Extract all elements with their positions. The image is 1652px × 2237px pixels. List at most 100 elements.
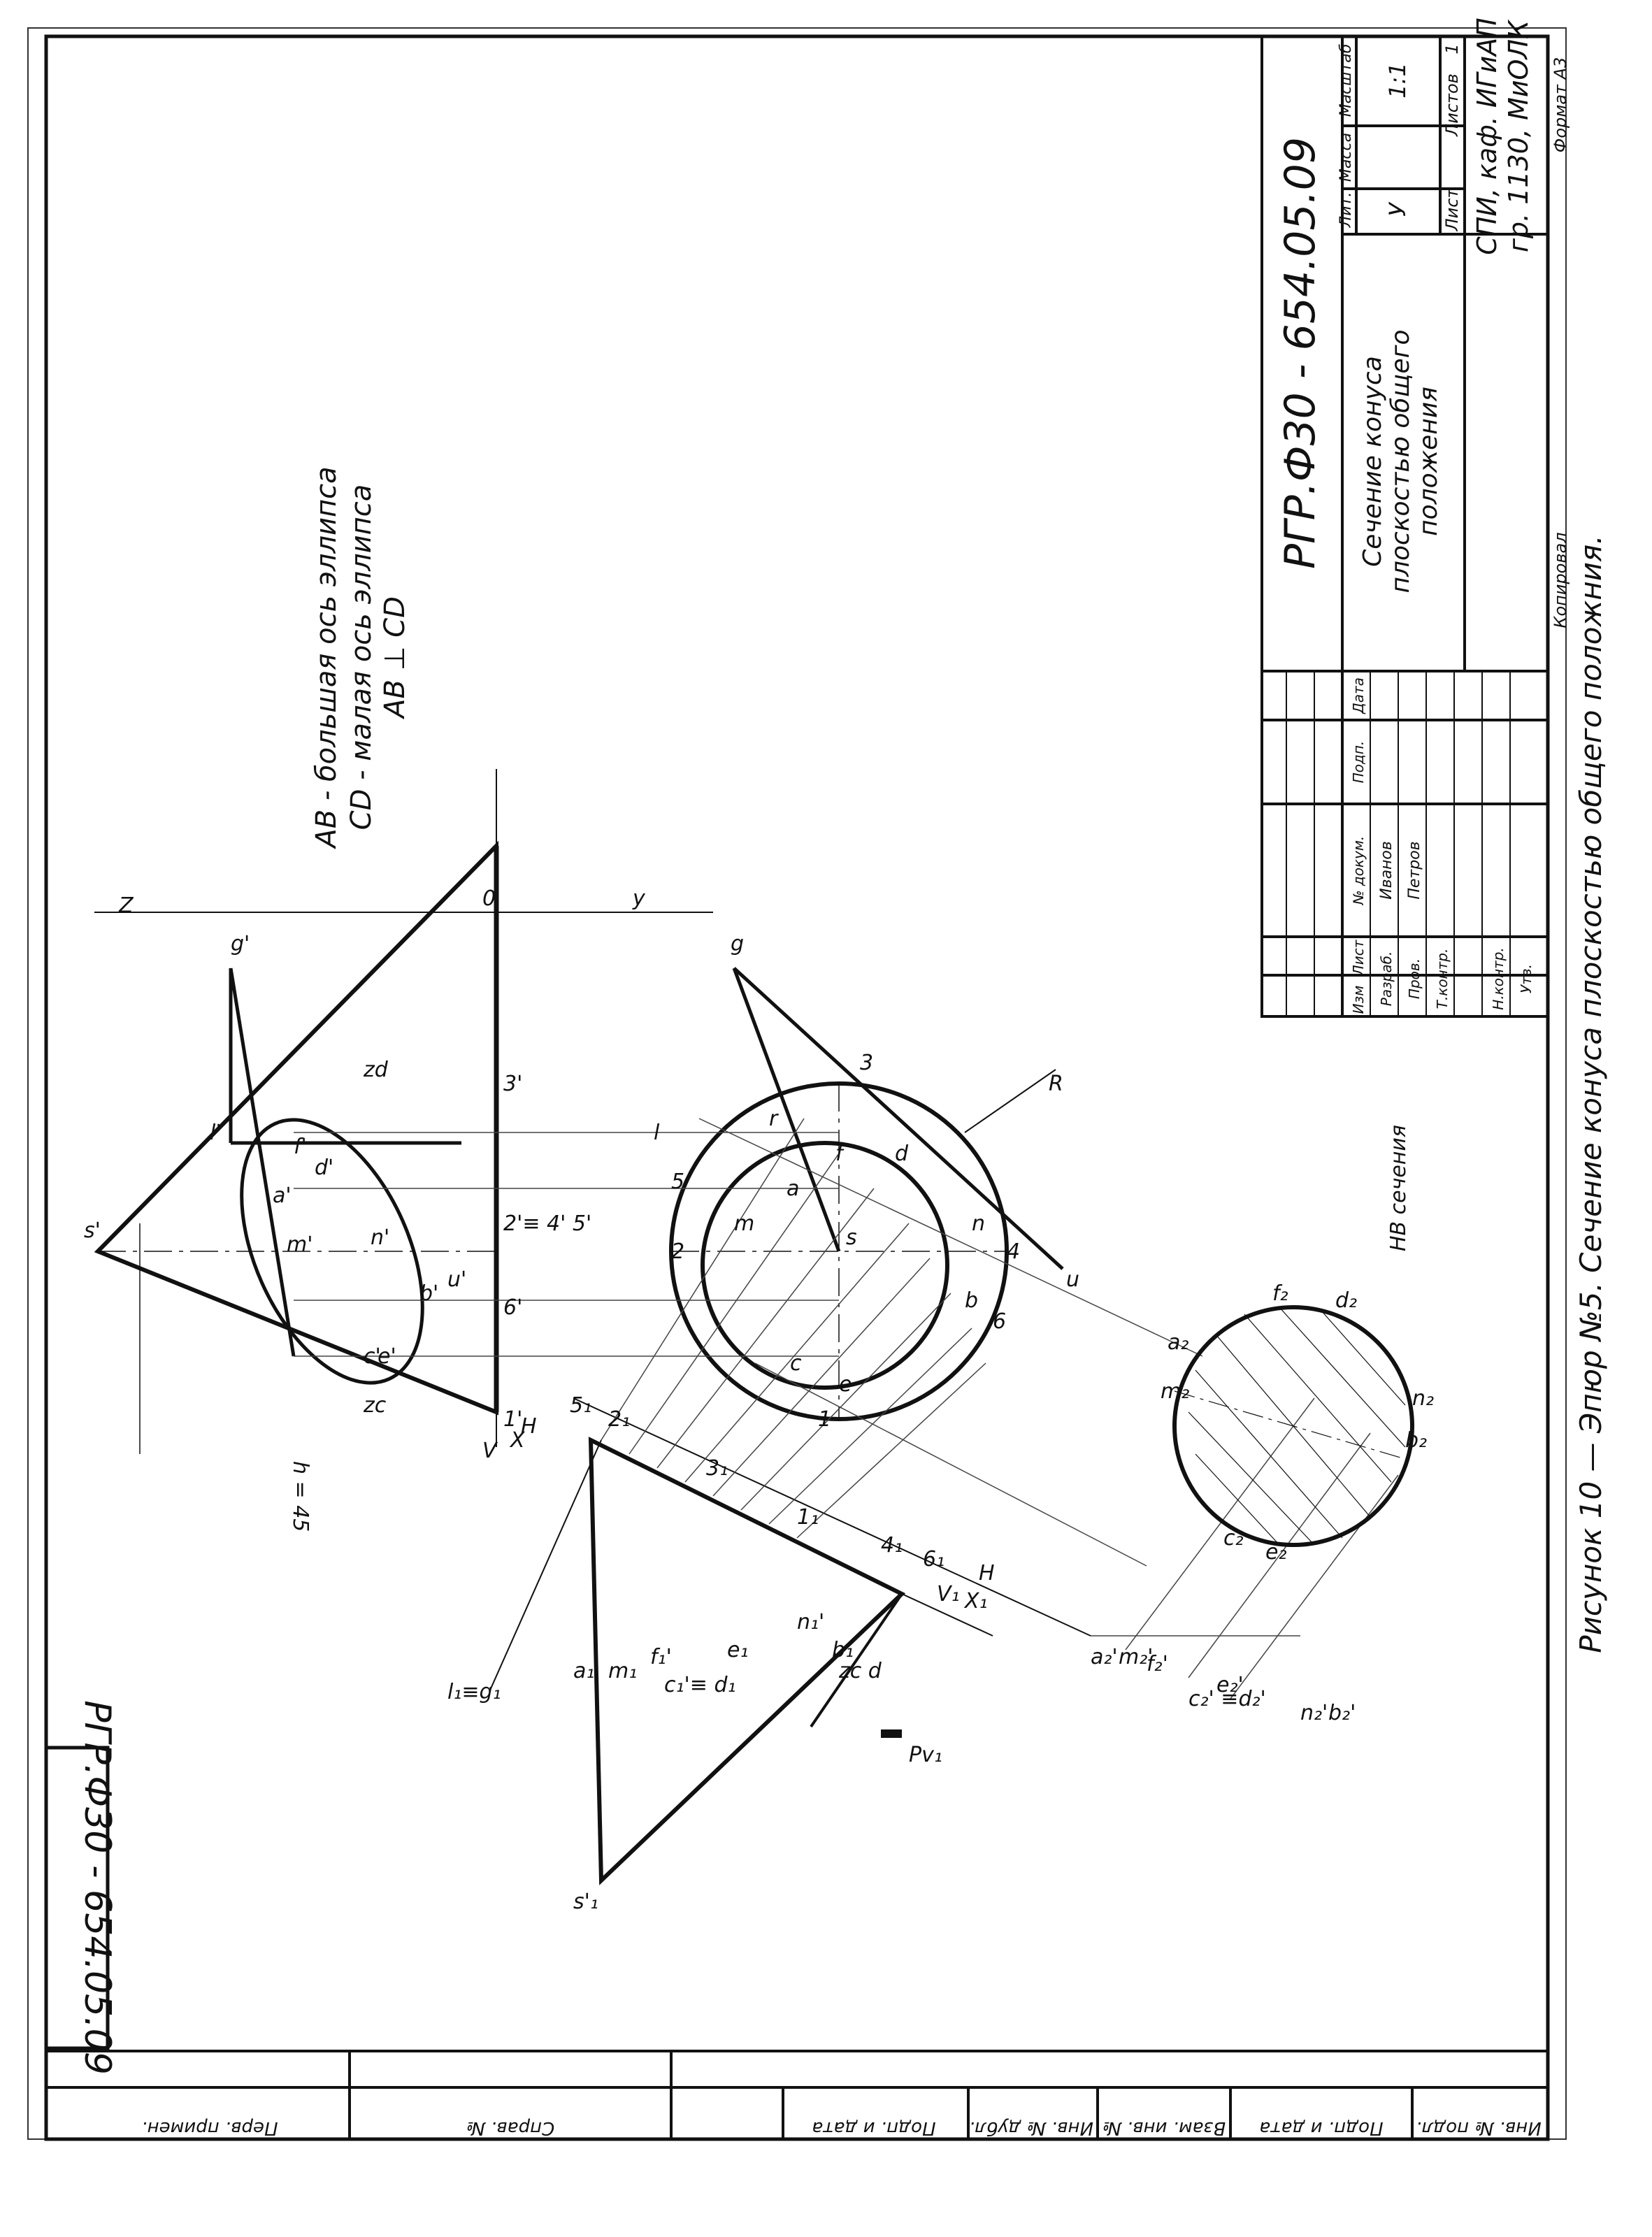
construction-lines (294, 1118, 1399, 1699)
note-major-axis: АВ - большая ось эллипса (310, 466, 343, 849)
label-v: V (482, 1439, 498, 1463)
label-p1-n: n₁' (797, 1610, 824, 1634)
tb-sheets-value: 1 (1442, 43, 1462, 54)
label-pt-245: 2'≡ 4' 5' (503, 1211, 591, 1236)
label-m2: m₂ (1161, 1379, 1189, 1404)
label-p1-2: 2₁ (608, 1407, 630, 1432)
label-b2: b₂ (1405, 1428, 1427, 1453)
tb-lit-value: У (1384, 201, 1411, 217)
label-h-3: 3 (860, 1051, 873, 1075)
label-p1-b: b₁ (832, 1638, 854, 1662)
strip-label-7: Инв. № подл. (1416, 2117, 1541, 2138)
tb-format: Формат А3 (1551, 57, 1570, 153)
drawing-border (44, 34, 1550, 2141)
label-pt-c: c' (364, 1344, 381, 1369)
label-h1: H (979, 1561, 995, 1585)
tb-col-date: Дата (1350, 677, 1367, 714)
tb-role-3: Т.контр. (1434, 949, 1451, 1009)
label-h-n: n (972, 1211, 985, 1236)
label-zc: zc (363, 1393, 387, 1418)
auxiliary-projection (489, 1397, 1091, 1885)
strip-label-5: Взам. инв. № (1102, 2117, 1226, 2138)
label-h-4: 4 (1007, 1239, 1020, 1264)
figure-caption: Рисунок 10 — Эпюр №5. Сечение конуса пло… (1574, 535, 1608, 1653)
label-h-2: 2 (671, 1239, 684, 1264)
label-R: R (1049, 1072, 1063, 1096)
corner-stamp-code: РГР.Ф30 - 654.05.09 (76, 1700, 118, 2075)
label-n2: n₂ (1412, 1386, 1434, 1411)
label-pt-1: 1' (503, 1407, 522, 1432)
tb-name-2: плоскостью общего (1386, 329, 1415, 593)
label-pv1: Pv₁ (909, 1743, 942, 1767)
label-pt-b: b' (419, 1281, 438, 1306)
title-block (1260, 35, 1549, 1018)
tb-sheets-label: Листов (1442, 73, 1462, 137)
label-p1-4: 4₁ (881, 1533, 903, 1558)
label-h-e: e (839, 1372, 852, 1397)
outer-frame (27, 27, 1567, 2140)
tb-org-2: гр. 1130, МиОЛК (1503, 19, 1534, 252)
label-h-a: a (787, 1177, 799, 1201)
label-s-front: s' (84, 1218, 101, 1243)
strip-label-3: Подп. и дата (812, 2117, 935, 2138)
label-x1: X₁ (963, 1589, 988, 1613)
tb-sheet-label: Лист (1442, 188, 1462, 232)
label-h-1: 1 (818, 1407, 831, 1432)
label-x: X (509, 1428, 526, 1453)
label-d2: d₂ (1335, 1288, 1357, 1313)
label-pt-a: a' (273, 1184, 292, 1208)
label-n2p: n₂' (1300, 1701, 1328, 1725)
label-u-front: u' (447, 1267, 466, 1292)
label-h-c: c (790, 1351, 802, 1376)
tb-name-3: положения (1414, 387, 1443, 536)
label-p1-m: m₁ (608, 1659, 637, 1683)
label-zc-d: zc d (838, 1659, 882, 1683)
tb-designation: РГР.Ф30 - 654.05.09 (1276, 137, 1325, 569)
left-strip-labels: Перв. примен. Справ. № Подп. и дата Инв.… (141, 2117, 1541, 2138)
label-p1-6: 6₁ (923, 1547, 944, 1571)
label-h-b: b (965, 1288, 978, 1313)
corner-stamp-box (44, 1746, 110, 2050)
tb-mass-label: Масса (1337, 133, 1355, 182)
label-h45: h = 45 (288, 1461, 313, 1532)
tb-person-1: Иванов (1378, 841, 1395, 900)
label-h-d: d (895, 1142, 909, 1166)
strip-label-6: Подп. и дата (1259, 2117, 1383, 2138)
label-s: s (846, 1225, 857, 1250)
label-l: l (654, 1121, 660, 1145)
tb-copied: Копировал (1551, 532, 1570, 628)
tb-person-2: Петров (1406, 841, 1423, 899)
label-pt-3: 3' (503, 1072, 522, 1096)
label-b2p: b₂' (1328, 1701, 1356, 1725)
tb-role-2: Пров. (1406, 958, 1423, 999)
label-a2: a₂ (1168, 1330, 1188, 1355)
label-pt-e: e' (378, 1344, 396, 1369)
tb-col-list: Лист (1350, 939, 1367, 976)
left-strip (46, 2050, 1548, 2139)
label-p1-cd: c₁'≡ d₁ (664, 1673, 736, 1697)
label-pt-d: d' (315, 1156, 333, 1180)
label-e2: e₂ (1265, 1540, 1286, 1565)
tb-name-1: Сечение конуса (1358, 356, 1387, 567)
strip-label-2: Справ. № (466, 2117, 554, 2138)
label-zd: zd (363, 1058, 389, 1082)
label-pt-6: 6' (503, 1295, 522, 1320)
title-block-text: РГР.Ф30 - 654.05.09 Сечение конуса плоск… (1276, 17, 1570, 1014)
label-pt-m: m' (287, 1232, 313, 1257)
label-c2: c₂ (1223, 1526, 1244, 1551)
label-p1-1: 1₁ (797, 1505, 819, 1530)
strip-label-4: Инв. № дубл. (969, 2117, 1093, 2138)
tb-lit-label: Лит. (1337, 192, 1355, 229)
label-l1: l₁≡g₁ (447, 1680, 501, 1704)
note-perpendicular: AB ⊥ CD (379, 596, 411, 720)
true-size-section (1172, 1305, 1414, 1547)
axes-notes: АВ - большая ось эллипса CD - малая ось … (310, 466, 411, 849)
label-p1-5: 5₁ (570, 1393, 591, 1418)
label-nv: НВ сечения (1386, 1125, 1411, 1251)
tb-org-1: СПИ, каф. ИГиАП (1472, 17, 1502, 254)
tb-role-5: Утв. (1518, 964, 1535, 993)
label-h-6: 6 (993, 1309, 1006, 1334)
label-v1: V₁ (937, 1582, 960, 1606)
tb-col-doc: № докум. (1350, 836, 1367, 906)
label-p1-f: f₁' (650, 1645, 672, 1669)
